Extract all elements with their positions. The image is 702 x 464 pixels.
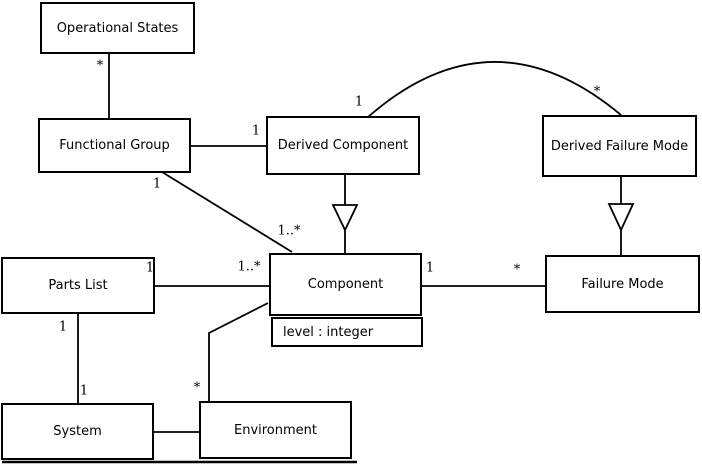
class-name-label: Derived Component: [277, 138, 409, 153]
association-line-functional-group--component: [161, 171, 293, 253]
class-box-system: System: [1, 403, 154, 460]
multiplicity-label: *: [193, 380, 201, 396]
multiplicity-label: *: [96, 58, 104, 74]
class-box-environment: Environment: [199, 401, 352, 459]
class-box-derived-failure-mode: Derived Failure Mode: [542, 115, 697, 177]
multiplicity-label: 1: [425, 260, 435, 276]
multiplicity-label: 1..*: [277, 223, 301, 239]
multiplicity-label: 1: [58, 319, 68, 335]
multiplicity-label: 1: [354, 94, 364, 110]
generalization-arrow-icon: [331, 204, 359, 233]
class-name-label: Parts List: [48, 278, 108, 293]
class-name-label: Operational States: [56, 20, 179, 36]
multiplicity-label: 1: [145, 260, 155, 276]
class-name-label: Functional Group: [59, 138, 170, 153]
class-name-label: Derived Failure Mode: [550, 138, 689, 154]
class-name-label: System: [53, 424, 102, 439]
class-box-derived-component: Derived Component: [266, 116, 420, 175]
class-box-functional-group: Functional Group: [38, 118, 191, 173]
class-name-label: Environment: [233, 422, 317, 438]
multiplicity-label: 1..*: [237, 259, 261, 275]
class-box-component: Component: [269, 253, 422, 316]
association-line-component--environment: [208, 302, 269, 402]
multiplicity-label: *: [513, 262, 521, 278]
class-box-parts-list: Parts List: [1, 257, 155, 314]
class-name-label: Component: [307, 277, 384, 292]
class-box-operational-states: Operational States: [40, 2, 195, 54]
multiplicity-label: 1: [152, 176, 162, 192]
class-attributes-box-component: level : integer: [271, 317, 423, 347]
multiplicity-label: *: [593, 84, 601, 100]
multiplicity-label: 1: [79, 383, 89, 399]
multiplicity-label: 1: [251, 123, 261, 139]
class-name-label: Failure Mode: [581, 276, 664, 292]
class-box-failure-mode: Failure Mode: [545, 255, 700, 313]
class-attribute-label: level : integer: [283, 324, 374, 340]
association-arc-derived-component--derived-failure-mode: [367, 61, 622, 118]
generalization-arrow-icon: [607, 203, 635, 233]
